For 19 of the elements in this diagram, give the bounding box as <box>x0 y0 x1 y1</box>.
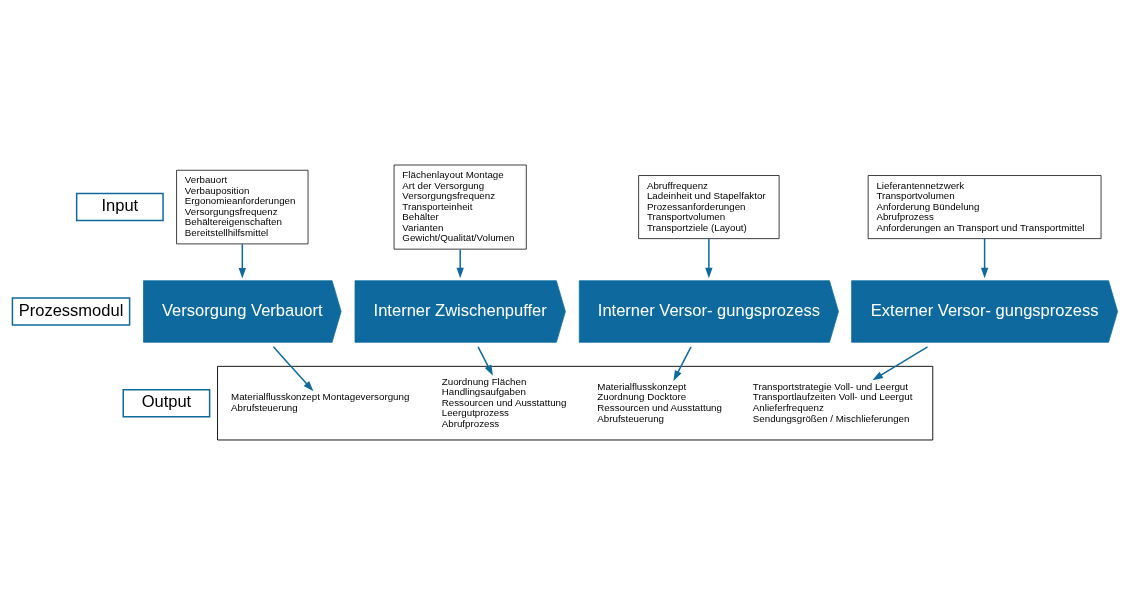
node-box: Output <box>122 388 211 417</box>
arrow <box>238 242 246 278</box>
arrow <box>705 237 713 278</box>
node-box: Abruffrequenz Ladeinheit und Stapelfaktor Prozessanforderungen Transportvolumen Transportziele (Layout) <box>638 174 780 239</box>
arrow <box>872 345 929 380</box>
node-box: Lieferantennetzwerk Transportvolumen Anforderung Bündelung Abrufprozess Anforderungen an Transport und Transportmittel <box>867 174 1102 239</box>
node-text: Zuordnung Flächen Handlingsaufgaben Ressourcen und Ausstattung Leergutprozess Abrufprozess <box>441 375 567 429</box>
node-text: Materialflusskonzept Montageversorgung Abrufsteuerung <box>231 390 410 413</box>
node-text: Materialflusskonzept Zuordnung Docktore Ressourcen und Ausstattung Abrufsteuerung <box>597 380 722 423</box>
arrow <box>980 237 989 278</box>
node-box: Flächenlayout Montage Art der Versorgung Versorgungsfrequenz Transporteinheit Behälter Varianten Gewicht/Qualität/Volumen <box>393 164 527 250</box>
node-box: Prozessmodul <box>11 296 131 326</box>
arrow <box>272 345 314 391</box>
node-box: Input <box>75 192 164 221</box>
arrow <box>477 345 493 376</box>
node-box: Verbauort Verbauposition Ergonomieanforderungen Versorgungsfrequenz Behältereigenschaften Bereitstellhilfsmittel <box>176 169 309 244</box>
arrow <box>673 345 692 381</box>
node-text: Transportstrategie Voll- und Leergut Transportlaufzeiten Voll- und Leergut Anlieferfrequenz Sendungsgrößen / Mischlieferungen <box>752 380 913 423</box>
arrow <box>456 248 464 278</box>
